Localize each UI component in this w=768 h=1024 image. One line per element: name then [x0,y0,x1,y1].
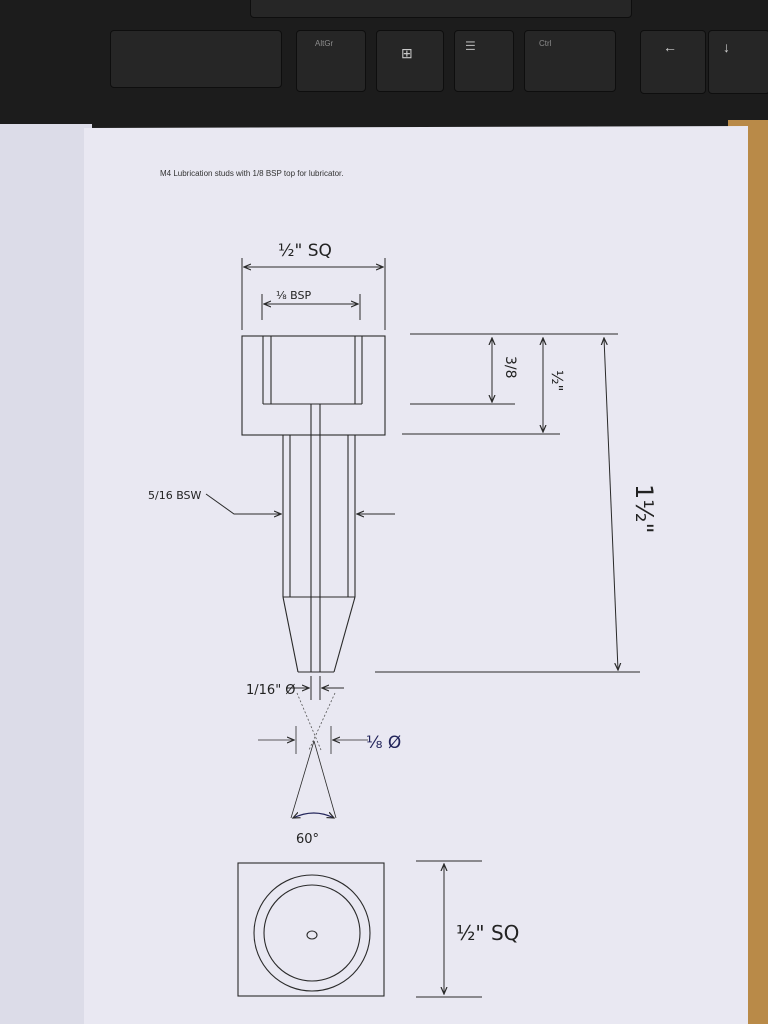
label-depth-3-8: 3/8 [502,356,518,379]
stud-side-view [241,335,386,673]
arrow-down-icon: ↓ [723,39,730,55]
drill-cone [258,692,368,818]
plan-oil-hole [306,930,318,940]
label-tip-diameter: 1/16" Ø [246,683,296,698]
sheet-title: M4 Lubrication studs with 1/8 BSP top fo… [160,169,344,178]
thread-callout [205,493,395,514]
key-altgr[interactable]: AltGr [296,30,366,92]
menu-icon: ☰ [465,39,476,53]
key-windows[interactable]: ⊞ [376,30,444,92]
label-cone-angle: 60° [296,832,319,847]
label-drill-diameter: ⅛ Ø [366,733,401,753]
paper-underneath [0,124,92,1024]
right-dimensions [375,333,640,673]
plan-square [237,862,385,997]
keyboard: AltGr ⊞ ☰ Ctrl ← ↓ [0,0,768,128]
key-ctrl[interactable]: Ctrl [524,30,616,92]
top-dimensions [241,258,386,330]
label-depth-1-2: ½" [548,370,566,391]
key-arrow-down[interactable]: ↓ [708,30,768,94]
label-total-height: 1½" [630,484,658,534]
drawing-sheet [84,126,748,1024]
key-altgr-label: AltGr [315,39,334,48]
tip-dimension [286,676,344,700]
key-arrow-left[interactable]: ← [640,30,706,94]
label-bsp: ⅛ BSP [276,289,311,302]
key-menu[interactable]: ☰ [454,30,514,92]
plan-dimension [416,860,482,998]
stud-head [241,335,386,436]
plan-inner-circle [263,884,361,982]
windows-icon: ⊞ [401,45,413,61]
key-ctrl-label: Ctrl [539,39,552,48]
key-top-row [250,0,632,18]
cone-right [333,596,356,673]
cone-left [282,596,299,673]
label-plan-size: ½" SQ [456,921,519,945]
label-thread: 5/16 BSW [148,489,202,502]
arrow-left-icon: ← [663,39,677,55]
label-top-width: ½" SQ [278,241,332,261]
plan-outer-circle [253,874,371,992]
stud-plan-view [237,862,385,997]
key-left[interactable] [110,30,282,88]
dim-line-1-1-2 [604,338,618,670]
